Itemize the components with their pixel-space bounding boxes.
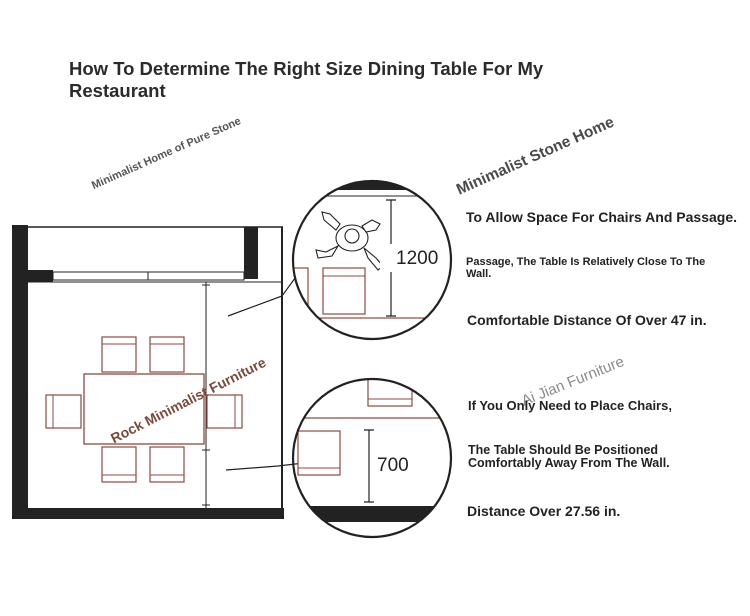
- lower-heading: If You Only Need to Place Chairs,: [468, 398, 672, 413]
- walking-person-figure: [315, 211, 384, 271]
- chair-top-left: [101, 336, 137, 373]
- chair-left: [45, 394, 82, 429]
- right-wall: [281, 227, 283, 519]
- top-ledge-left: [28, 270, 53, 282]
- upper-callout-pointer: [227, 273, 299, 317]
- chair-bottom-left: [101, 446, 137, 483]
- lower-zoom-circle: [291, 377, 453, 539]
- room-plan: [12, 225, 284, 519]
- chair-right: [206, 394, 243, 429]
- lower-zoom-detail: [293, 379, 451, 522]
- upper-heading: To Allow Space For Chairs And Passage.: [466, 209, 737, 225]
- lower-distance: Distance Over 27.56 in.: [467, 503, 621, 519]
- chair-top-right: [149, 336, 185, 373]
- upper-distance: Comfortable Distance Of Over 47 in.: [467, 312, 707, 328]
- bottom-wall: [12, 508, 284, 519]
- dining-table: [83, 373, 205, 445]
- upper-dimension-label: 1200: [396, 248, 438, 269]
- lower-callout-pointer: [225, 462, 305, 471]
- left-wall: [12, 225, 28, 519]
- lower-detail: The Table Should Be Positioned Comfortab…: [468, 443, 670, 470]
- lower-dimension-label: 700: [377, 455, 409, 476]
- top-pillar: [244, 227, 258, 279]
- chair-bottom-right: [149, 446, 185, 483]
- page-title: How To Determine The Right Size Dining T…: [69, 58, 544, 101]
- upper-zoom-circle: [291, 179, 453, 341]
- upper-detail: Passage, The Table Is Relatively Close T…: [466, 256, 706, 280]
